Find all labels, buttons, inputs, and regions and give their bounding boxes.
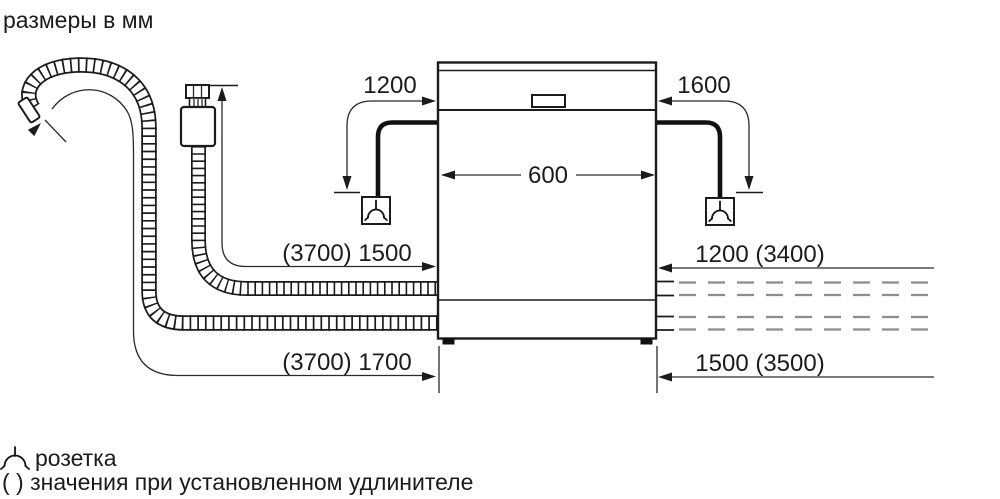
width-dimension xyxy=(441,170,655,180)
arrowhead-600-right xyxy=(641,170,655,180)
label-machine-width: 600 xyxy=(528,162,568,189)
aquastop-box xyxy=(179,105,217,148)
power-cord-right xyxy=(657,120,723,197)
dishwasher-body xyxy=(436,61,658,340)
arrowhead-1600-machine xyxy=(658,96,672,106)
label-drain-hose-right: 1500 (3500) xyxy=(695,350,824,377)
foot-right xyxy=(640,338,653,345)
aquastop-valve xyxy=(179,84,217,148)
right-supply-dimension xyxy=(658,263,934,273)
legend: розетка ( ) значения при установленном у… xyxy=(0,445,473,495)
socket-icon xyxy=(364,199,388,221)
label-right-outlet-height: 1600 xyxy=(677,72,730,99)
arrowhead-1200-machine xyxy=(422,96,436,106)
arrowhead-right-supply xyxy=(658,263,672,273)
page-title: размеры в мм xyxy=(3,7,153,33)
arrowhead-1600-down xyxy=(744,176,754,190)
legend-parentheses-note: ( ) значения при установленном удлинител… xyxy=(2,469,473,495)
arrowhead-1200-down xyxy=(342,176,352,190)
foot-left xyxy=(442,338,455,345)
label-left-outlet-height: 1200 xyxy=(363,72,416,99)
door-handle xyxy=(531,94,566,108)
label-supply-hose-right: 1200 (3400) xyxy=(695,241,824,268)
power-cord-left xyxy=(375,120,437,196)
arrowhead-supply-top xyxy=(217,87,227,101)
drain-hose-end-cap xyxy=(17,96,41,124)
left-outlet-dimension xyxy=(334,96,436,194)
right-hose-stubs xyxy=(657,280,674,331)
arrowhead-drain-machine xyxy=(422,372,436,381)
arrowhead-600-left xyxy=(441,170,455,180)
dishwasher xyxy=(436,61,658,345)
tap-connector-nut xyxy=(185,84,210,99)
drain-hose-dimension-leader xyxy=(27,89,436,381)
dashed-hose-extensions xyxy=(679,281,934,331)
label-drain-hose-left: (3700) 1700 xyxy=(282,349,411,376)
socket-icon xyxy=(708,200,732,222)
supply-hose-dimension-leader xyxy=(205,84,436,271)
label-supply-hose-left: (3700) 1500 xyxy=(282,240,411,267)
right-outlet-dimension xyxy=(658,96,763,194)
socket-left xyxy=(361,196,391,225)
socket-right xyxy=(705,197,735,226)
drain-hose xyxy=(17,57,437,331)
arrowhead-drain-end xyxy=(27,123,41,137)
legend-socket-label: розетка xyxy=(35,445,117,471)
arrowhead-right-drain xyxy=(658,372,672,382)
right-drain-dimension xyxy=(658,372,934,382)
socket-icon xyxy=(0,446,30,470)
supply-hose xyxy=(191,146,437,296)
arrowhead-supply-machine xyxy=(422,262,436,271)
